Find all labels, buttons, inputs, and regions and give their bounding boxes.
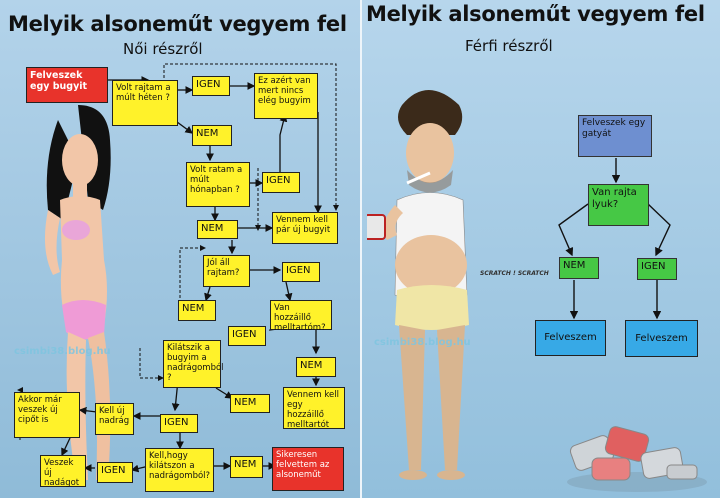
panel-divider: [360, 0, 362, 498]
right-watermark: csimbi38.blog.hu: [374, 337, 471, 348]
box-need-pants: Kell új nadrág: [95, 403, 134, 435]
box-buy-pants: Veszek új nadágot: [40, 455, 86, 488]
box-wear-2: Felveszem: [625, 320, 698, 357]
box-igen-6: IGEN: [97, 462, 133, 483]
mens-flowchart-panel: Melyik alsoneműt vegyem fel Férfi részrő…: [362, 0, 720, 498]
womens-flowchart-panel: Melyik alsoneműt vegyem fel Női részről …: [0, 0, 360, 498]
left-watermark: csimbi38.blog.hu: [14, 346, 111, 357]
box-igen-4: IGEN: [228, 326, 266, 346]
box-nem-6: NEM: [230, 456, 263, 478]
box-q-fits: Jól áll rajtam?: [203, 255, 250, 287]
box-q-visible: Kilátszik a bugyim a nadrágomból ?: [163, 340, 224, 388]
box-igen-2: IGEN: [262, 172, 300, 193]
left-title: Melyik alsoneműt vegyem fel: [8, 12, 347, 36]
box-igen: IGEN: [637, 258, 677, 280]
man-illustration: [367, 90, 469, 480]
box-q-should-show: Kell,hogy kilátszon a nadrágomból?: [145, 448, 214, 492]
right-subtitle: Férfi részről: [465, 37, 553, 55]
box-nem-1: NEM: [192, 125, 232, 146]
box-q-last-week: Volt rajtam a múlt héten ?: [112, 80, 178, 126]
scratch-text: SCRATCH ! SCRATCH: [480, 270, 549, 277]
box-buy-bra: Vennem kell egy hozzáillő melltartót: [283, 387, 345, 430]
box-not-enough: Ez azért van mert nincs elég bugyim: [254, 73, 318, 119]
box-success: Sikeresen felvettem az alsoneműt: [272, 447, 344, 491]
box-nem-2: NEM: [197, 220, 238, 239]
cans-pile: [567, 426, 707, 492]
box-buy-new: Vennem kell pár új bugyit: [272, 212, 338, 244]
box-new-shoes: Akkor már veszek új cipőt is: [14, 392, 80, 438]
box-igen-3: IGEN: [282, 262, 320, 282]
box-igen-1: IGEN: [192, 76, 230, 96]
left-subtitle: Női részről: [123, 40, 203, 58]
right-title: Melyik alsoneműt vegyem fel: [366, 2, 705, 26]
box-q-bra: Van hozzáillő melltartóm?: [270, 300, 332, 333]
box-nem-3: NEM: [178, 300, 216, 321]
box-nem: NEM: [559, 257, 599, 279]
box-nem-5: NEM: [230, 394, 270, 413]
box-q-last-month: Volt ratam a múlt hónapban ?: [186, 162, 250, 207]
box-q-hole: Van rajta lyuk?: [588, 184, 649, 226]
box-igen-5: IGEN: [160, 414, 198, 433]
box-nem-4: NEM: [296, 357, 336, 377]
box-start-bugyi: Felveszek egy bugyit: [26, 67, 108, 103]
box-wear-1: Felveszem: [535, 320, 606, 356]
box-start-gatya: Felveszek egy gatyát: [578, 115, 652, 157]
woman-illustration: [44, 105, 111, 480]
